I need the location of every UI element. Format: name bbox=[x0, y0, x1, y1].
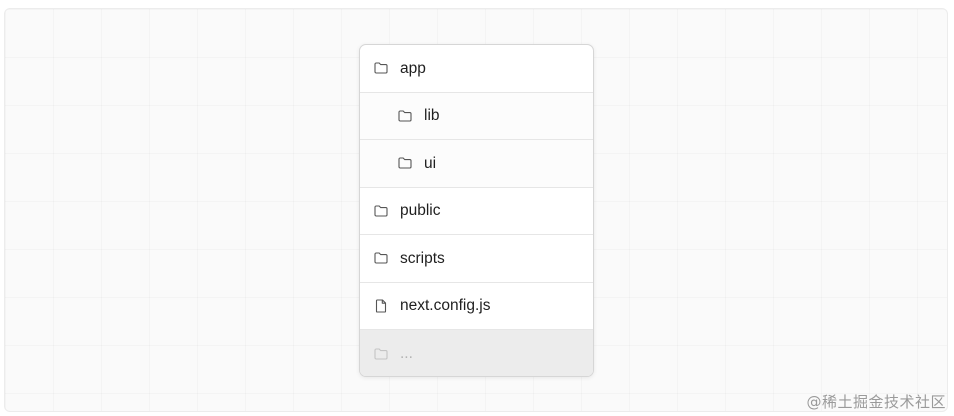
file-icon bbox=[374, 299, 388, 313]
tree-item-label: ui bbox=[424, 154, 437, 172]
folder-icon bbox=[398, 156, 412, 170]
tree-item-label: public bbox=[400, 202, 441, 219]
tree-item-ui: ui bbox=[360, 140, 593, 188]
folder-icon bbox=[374, 347, 388, 361]
watermark: @稀土掘金技术社区 bbox=[806, 393, 946, 411]
diagram-frame: app lib ui public scripts bbox=[4, 8, 948, 412]
tree-item-label: scripts bbox=[400, 249, 445, 267]
tree-item-scripts: scripts bbox=[360, 235, 593, 283]
folder-icon bbox=[374, 204, 388, 218]
folder-icon bbox=[374, 61, 388, 75]
tree-item-app: app bbox=[360, 45, 593, 93]
tree-item-label: next.config.js bbox=[400, 297, 491, 314]
tree-item-public: public bbox=[360, 188, 593, 235]
tree-item-lib: lib bbox=[360, 92, 593, 140]
tree-item-more: ... bbox=[360, 330, 593, 376]
folder-icon bbox=[374, 251, 388, 265]
tree-item-label: app bbox=[400, 59, 426, 77]
file-tree-card: app lib ui public scripts bbox=[359, 44, 594, 377]
tree-item-label: lib bbox=[424, 107, 440, 124]
folder-icon bbox=[398, 109, 412, 123]
tree-item-label: ... bbox=[400, 345, 413, 363]
tree-item-next-config: next.config.js bbox=[360, 283, 593, 330]
